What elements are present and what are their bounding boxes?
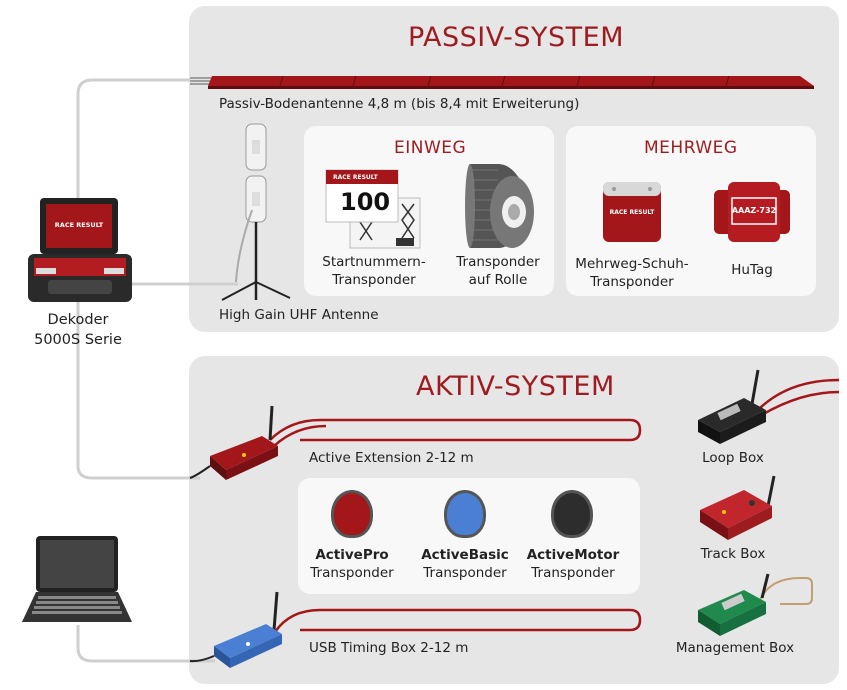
active-extension-label: Active Extension 2-12 m — [309, 450, 474, 466]
activepro-transponder-icon — [331, 490, 373, 538]
hutag-code-text: AAAZ-732 — [731, 206, 777, 215]
decoder-case-drawing — [28, 198, 132, 302]
uhf-antenna — [221, 123, 291, 301]
bib-transponder-label-1: Startnummern- — [322, 254, 426, 270]
decoder-label-2: 5000S Serie — [34, 332, 122, 348]
activebasic-sub: Transponder — [423, 565, 507, 581]
transponder-roll-drawing — [465, 164, 534, 248]
activemotor-name: ActiveMotor — [526, 547, 620, 563]
activemotor-sub: Transponder — [531, 565, 615, 581]
active-system-title: AKTIV-SYSTEM — [416, 371, 615, 402]
oneway-title: EINWEG — [394, 138, 467, 158]
usb-box-label: USB Timing Box 2-12 m — [309, 640, 469, 656]
track-box-drawing — [700, 475, 776, 540]
hutag-drawing — [714, 182, 790, 242]
shoe-transponder-label-2: Transponder — [590, 274, 674, 290]
decoder-brand-text: RACE RESULT — [54, 221, 104, 229]
ground-antenna-mat — [208, 75, 814, 89]
track-box-label: Track Box — [700, 546, 766, 562]
activepro-name: ActivePro — [315, 547, 389, 563]
passive-system-title: PASSIV-SYSTEM — [408, 22, 625, 53]
bib-transponder-drawing — [325, 169, 421, 249]
bib-number: 100 — [340, 188, 391, 216]
active-extension-drawing — [189, 405, 278, 480]
roll-label-2: auf Rolle — [468, 272, 528, 288]
management-box-label: Management Box — [675, 640, 795, 656]
loop-box-label: Loop Box — [702, 450, 764, 466]
usb-box-drawing — [189, 591, 282, 668]
activebasic-transponder-icon — [444, 490, 486, 538]
usb-box-loop — [273, 608, 642, 633]
uhf-antenna-label: High Gain UHF Antenne — [219, 307, 379, 323]
laptop-drawing — [22, 536, 132, 622]
shoe-transponder-label-1: Mehrweg-Schuh- — [575, 256, 689, 272]
roll-label-1: Transponder — [456, 254, 540, 270]
hutag-label: HuTag — [731, 262, 773, 278]
loop-box-drawing — [698, 369, 766, 444]
activepro-sub: Transponder — [310, 565, 394, 581]
shoe-brand-text: RACE RESULT — [609, 209, 655, 216]
reusable-title: MEHRWEG — [644, 138, 738, 158]
activemotor-transponder-icon — [551, 490, 593, 538]
ground-antenna-label: Passiv-Bodenantenne 4,8 m (bis 8,4 mit E… — [219, 96, 580, 112]
management-box-drawing — [698, 573, 770, 636]
activebasic-name: ActiveBasic — [421, 547, 509, 563]
shoe-transponder-drawing — [603, 182, 661, 242]
decoder-label-1: Dekoder — [47, 312, 109, 328]
bib-transponder-label-2: Transponder — [332, 272, 416, 288]
active-extension-loop — [269, 418, 642, 447]
bib-brand-text: RACE RESULT — [333, 174, 378, 181]
